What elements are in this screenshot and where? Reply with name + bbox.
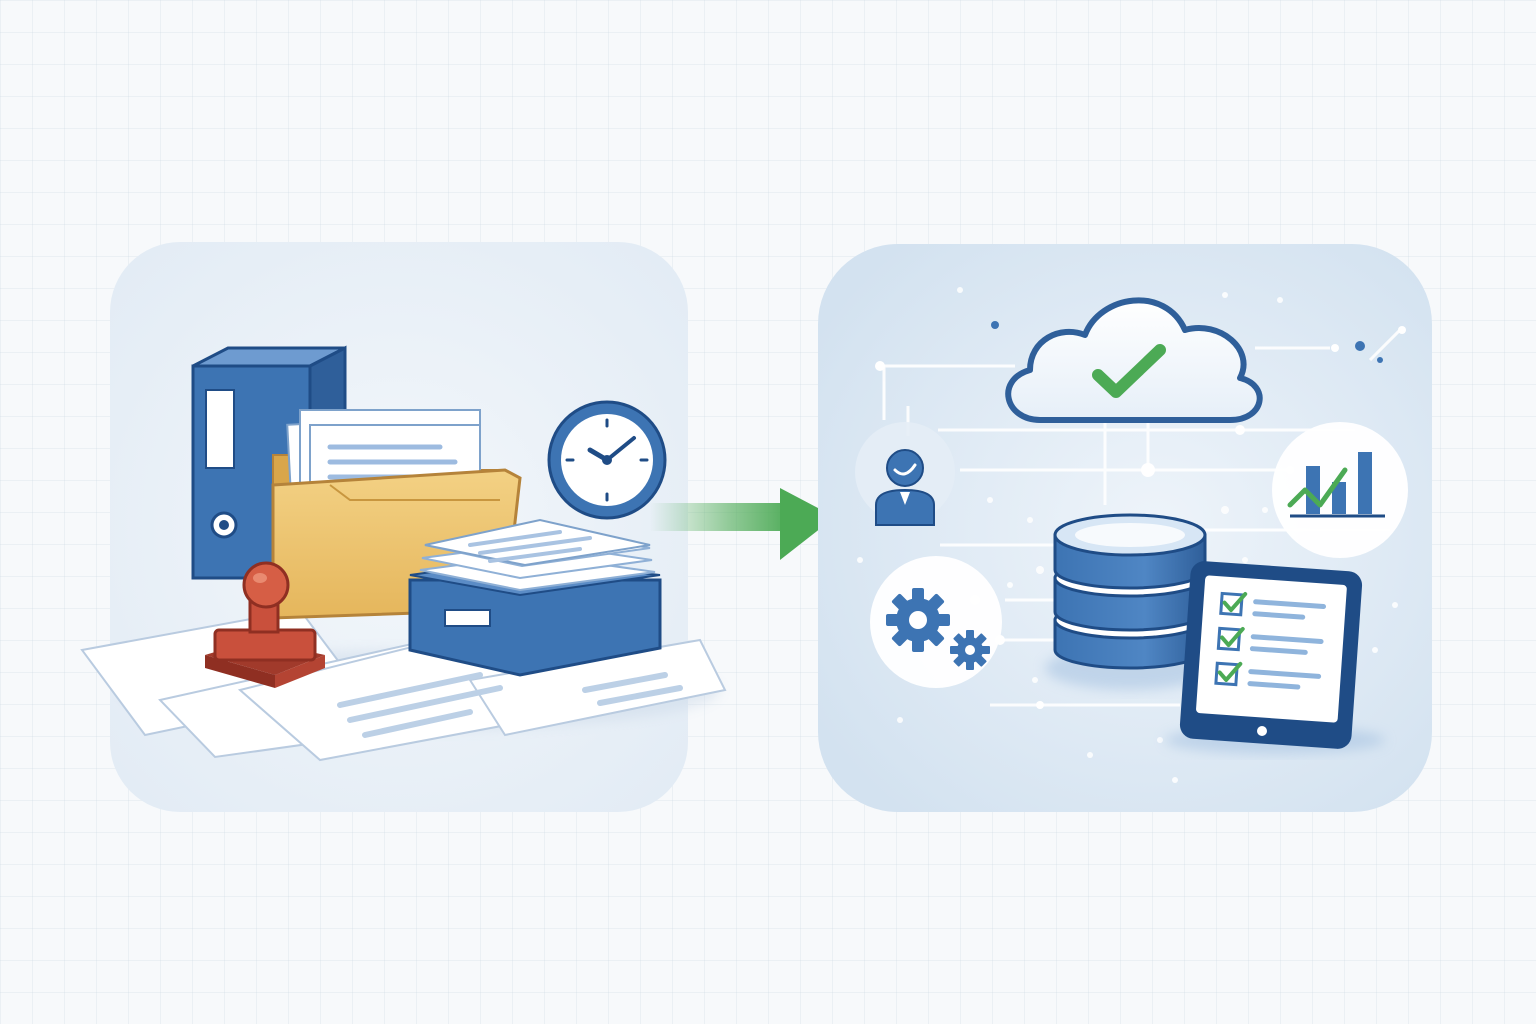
clock-icon [547, 400, 667, 520]
document-stack-icon [408, 518, 662, 677]
tablet-checklist-icon [1165, 561, 1385, 754]
cloud-check-icon [1005, 297, 1263, 423]
right-panel [818, 244, 1432, 812]
user-icon [855, 422, 955, 526]
gears-icon [870, 556, 1002, 688]
left-panel [80, 242, 727, 812]
rubber-stamp-icon [205, 561, 325, 688]
database-icon [1045, 513, 1215, 690]
bar-chart-icon [1272, 422, 1408, 558]
arrow-right-icon [650, 488, 835, 560]
particle-dots [857, 287, 1398, 783]
network-lines [880, 328, 1402, 707]
